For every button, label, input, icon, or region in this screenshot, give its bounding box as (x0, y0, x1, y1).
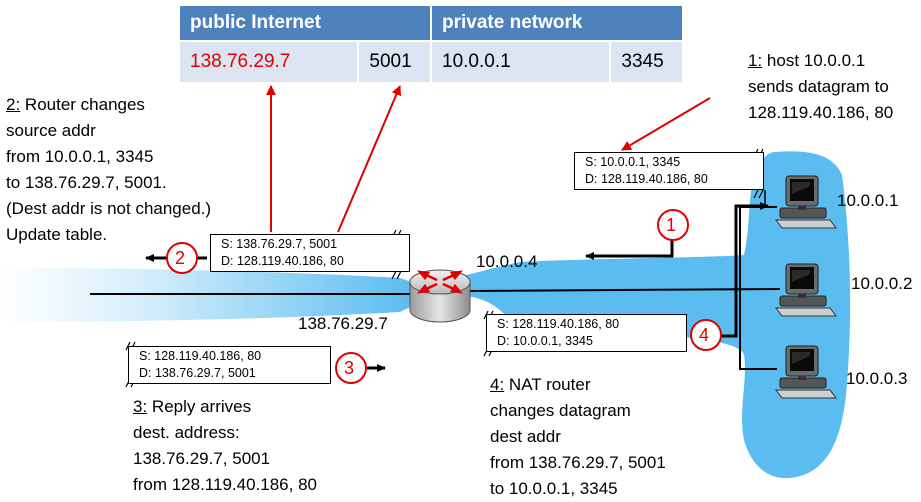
packet-4-dest: D: 10.0.0.1, 3345 (497, 334, 593, 348)
step-2-line-4: (Dest addr is not changed.) (6, 199, 212, 218)
router-private-address: 10.0.0.4 (476, 252, 538, 271)
step-3-line-1: dest. address: (133, 423, 240, 442)
table-public-port: 5001 (358, 40, 432, 82)
router-public-address: 138.76.29.7 (298, 314, 388, 333)
step-2-line-0: Router changes (20, 95, 145, 114)
packet-2-source: S: 138.76.29.7, 5001 (221, 237, 338, 251)
packet-2-header: S: 138.76.29.7, 5001 D: 128.119.40.186, … (210, 234, 410, 272)
packet-1-dest: D: 128.119.40.186, 80 (585, 172, 708, 186)
step-4-line-2: dest addr (490, 427, 561, 446)
step-3-label: 3: (133, 397, 148, 416)
packet-3-header: S: 128.119.40.186, 80 D: 138.76.29.7, 50… (128, 346, 331, 384)
step-2-line-5: Update table. (6, 225, 108, 244)
step-4-text: 4: NAT router changes datagram dest addr… (490, 372, 666, 502)
step-4-line-3: from 138.76.29.7, 5001 (490, 453, 666, 472)
step-2-label: 2: (6, 95, 21, 114)
step-1-line-0: host 10.0.0.1 (762, 51, 866, 70)
step-2-line-2: from 10.0.0.1, 3345 (6, 147, 154, 166)
host1-address: 10.0.0.1 (837, 191, 899, 210)
step-3-text: 3: Reply arrives dest. address: 138.76.2… (133, 394, 317, 498)
packet-4-source: S: 128.119.40.186, 80 (497, 317, 620, 331)
step-2-text: 2: Router changes source addr from 10.0.… (6, 92, 211, 248)
flow-arrow-step1 (585, 237, 674, 260)
packet-1-source: S: 10.0.0.1, 3345 (585, 155, 681, 169)
step-2-circle (166, 242, 198, 274)
step-4-label: 4: (490, 375, 505, 394)
step-1-circle (657, 209, 689, 241)
step-1-number: 1 (666, 215, 677, 235)
step-4-number: 4 (699, 325, 710, 345)
table-private-port: 3345 (610, 40, 684, 82)
packet-1-header: S: 10.0.0.1, 3345 D: 128.119.40.186, 80 (574, 152, 764, 190)
router-icon (409, 269, 471, 323)
packet-3-dest: D: 138.76.29.7, 5001 (139, 366, 256, 380)
red-arrow-to-public-port (337, 85, 402, 233)
step-1-label: 1: (748, 51, 763, 70)
table-header-public: public Internet (180, 6, 432, 41)
table-header-private: private network (431, 6, 684, 41)
step-4-line-0: NAT router (504, 375, 591, 394)
host2-address: 10.0.0.2 (851, 274, 913, 293)
step-1-text: 1: host 10.0.0.1 sends datagram to 128.1… (748, 48, 893, 126)
step-3-number: 3 (344, 358, 355, 378)
step-4-line-4: to 10.0.0.1, 3345 (490, 479, 618, 498)
step-1-line-2: 128.119.40.186, 80 (748, 103, 894, 122)
link-switch-host3 (739, 290, 777, 370)
step-4-circle (690, 319, 722, 351)
step-2-line-1: source addr (6, 121, 96, 140)
step-2-line-3: to 138.76.29.7, 5001. (6, 173, 167, 192)
host3-address: 10.0.0.3 (846, 369, 908, 388)
nat-translation-table: public Internet private network 138.76.2… (180, 6, 684, 82)
packet-2-dest: D: 128.119.40.186, 80 (221, 254, 344, 268)
step-3-circle (335, 352, 367, 384)
flow-arrow-step4 (722, 202, 769, 338)
red-arrow-to-packet1 (621, 97, 711, 151)
step-2-number: 2 (175, 248, 186, 268)
packet-4-header: S: 128.119.40.186, 80 D: 10.0.0.1, 3345 (486, 314, 687, 352)
packet-3-source: S: 128.119.40.186, 80 (139, 349, 262, 363)
step-1-line-1: sends datagram to (748, 77, 889, 96)
link-router-host2 (469, 288, 781, 292)
step-3-line-2: 138.76.29.7, 5001 (133, 449, 271, 468)
table-private-ip: 10.0.0.1 (431, 40, 612, 82)
table-public-ip: 138.76.29.7 (180, 40, 360, 82)
step-3-line-3: from 128.119.40.186, 80 (133, 475, 317, 494)
step-3-line-0: Reply arrives (147, 397, 252, 416)
step-4-line-1: changes datagram (490, 401, 631, 420)
